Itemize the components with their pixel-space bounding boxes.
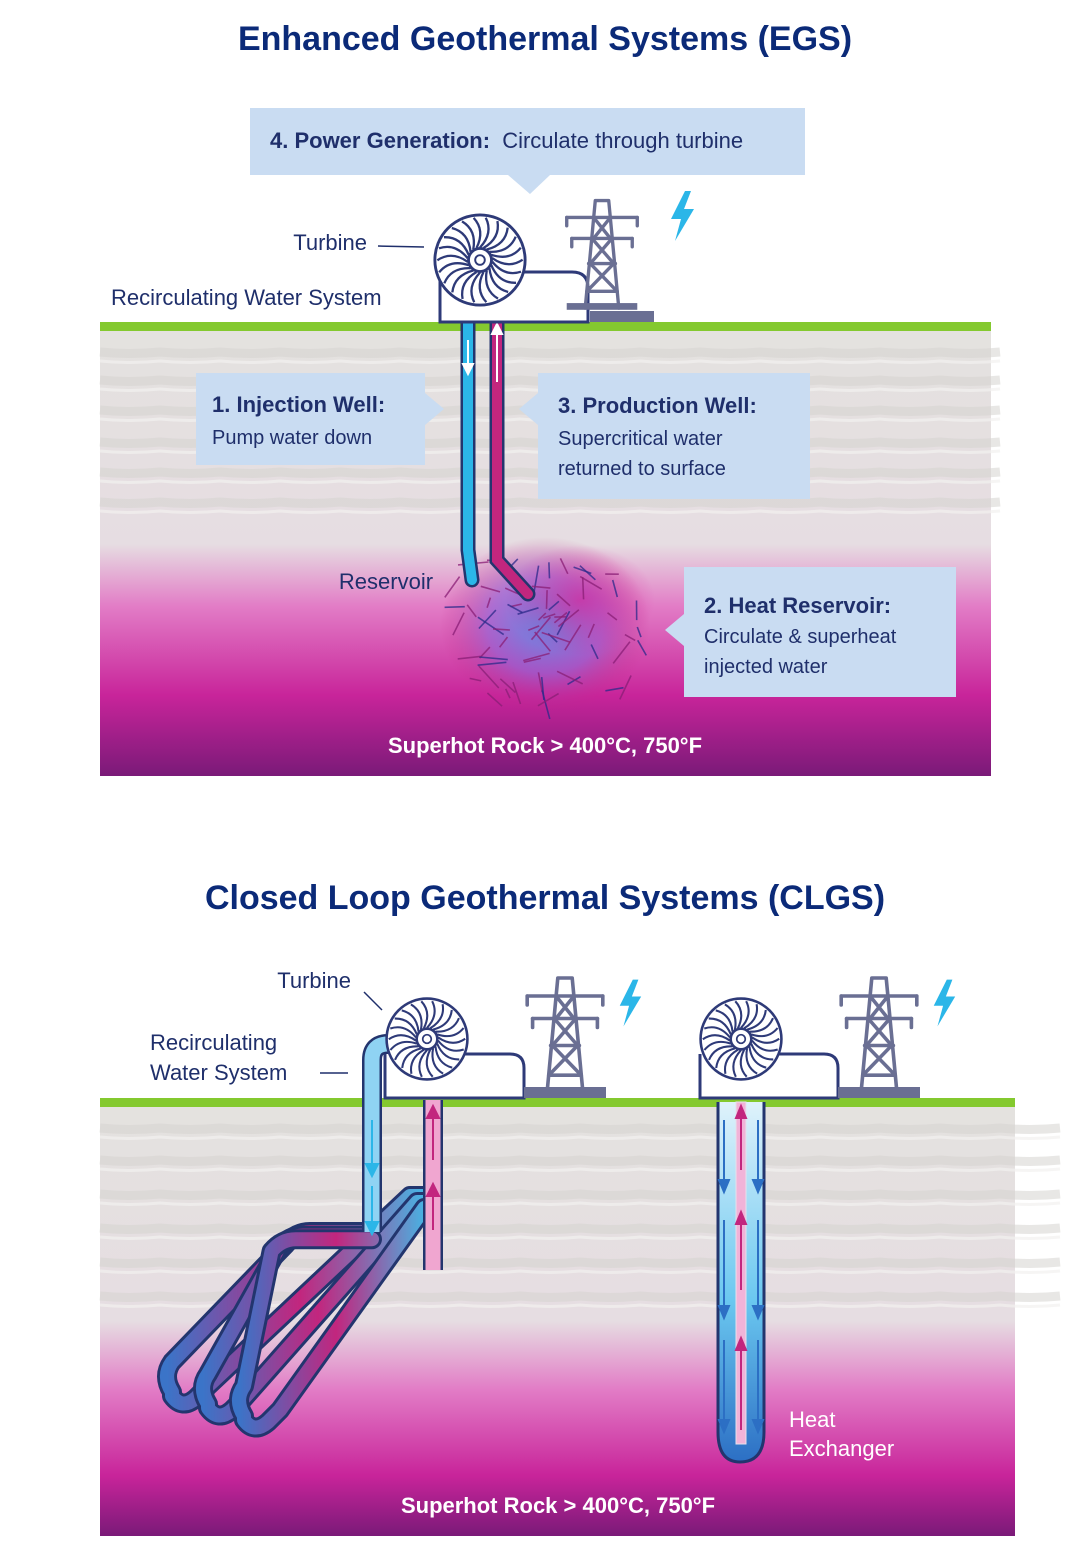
power-tower-icon <box>841 978 917 1095</box>
turbine-icon <box>435 215 525 305</box>
fracture-line <box>583 577 584 599</box>
turbine-icon <box>387 999 468 1080</box>
clgs-recirc-line1: Recirculating <box>150 1030 277 1055</box>
injection-well-title: 1. Injection Well: <box>212 392 385 417</box>
rock-stratum <box>100 1262 1060 1264</box>
fracture-line <box>547 590 548 609</box>
svg-text:4. Power Generation: Cir: 4. Power Generation: Circulate through t… <box>270 128 743 153</box>
heat-exchanger-line1: Heat <box>789 1407 835 1432</box>
turbine-icon <box>701 999 782 1080</box>
rock-stratum-highlight <box>100 511 1000 513</box>
production-well-line2: returned to surface <box>558 458 726 480</box>
heat-reservoir-title: 2. Heat Reservoir: <box>704 593 891 618</box>
clgs-rock-temperature-label: Superhot Rock > 400°C, 750°F <box>401 1493 715 1518</box>
rock-stratum-highlight <box>100 1203 1060 1205</box>
power-generation-title: 4. Power Generation: <box>270 128 490 153</box>
heat-reservoir-line1: Circulate & superheat <box>704 626 897 648</box>
fracture-line <box>445 607 465 608</box>
rock-stratum <box>100 1194 1060 1196</box>
power-generation-text: Circulate through turbine <box>502 128 743 153</box>
production-well-line1: Supercritical water <box>558 428 723 450</box>
clgs-title: Closed Loop Geothermal Systems (CLGS) <box>205 879 885 917</box>
heat-reservoir-line2: injected water <box>704 656 828 678</box>
clgs-recirc-line2: Water System <box>150 1060 287 1085</box>
lightning-icon <box>620 980 641 1027</box>
rock-stratum <box>100 352 1000 354</box>
egs-title: Enhanced Geothermal Systems (EGS) <box>238 20 852 58</box>
injection-well-callout: 1. Injection Well: Pump water down <box>196 373 444 465</box>
egs-tower-base <box>590 311 654 322</box>
rock-stratum <box>100 1160 1060 1162</box>
injection-well-text: Pump water down <box>212 427 372 449</box>
egs-recirc-label: Recirculating Water System <box>111 285 382 310</box>
rock-stratum <box>100 1228 1060 1230</box>
egs-rock-temperature-label: Superhot Rock > 400°C, 750°F <box>388 733 702 758</box>
lightning-icon <box>934 980 955 1027</box>
heat-reservoir-callout: 2. Heat Reservoir: Circulate & superheat… <box>665 567 956 697</box>
rock-stratum-highlight <box>100 361 1000 363</box>
rock-stratum-highlight <box>100 1169 1060 1171</box>
production-well-title: 3. Production Well: <box>558 393 757 418</box>
rock-stratum-highlight <box>100 1271 1060 1273</box>
production-well-callout: 3. Production Well: Supercritical water … <box>519 373 810 499</box>
power-tower-icon <box>527 978 603 1095</box>
rock-stratum-highlight <box>100 1137 1060 1139</box>
egs-turbine-leader <box>378 246 424 247</box>
fracture-line <box>493 629 510 630</box>
clgs-turbine-leader <box>364 992 382 1010</box>
rock-stratum <box>100 1128 1060 1130</box>
injection-well <box>468 296 472 580</box>
clgs-turbine-label: Turbine <box>277 968 351 993</box>
egs-turbine-label: Turbine <box>293 230 367 255</box>
lightning-icon <box>671 191 694 241</box>
clgs-ground-surface <box>100 1098 1015 1107</box>
reservoir-label: Reservoir <box>339 569 433 594</box>
rock-stratum <box>100 502 1000 504</box>
fracture-line <box>549 562 550 578</box>
power-generation-callout: 4. Power Generation: Circulate through t… <box>250 108 805 194</box>
rock-stratum-highlight <box>100 1237 1060 1239</box>
heat-exchanger-well <box>718 1102 764 1462</box>
heat-exchanger-line2: Exchanger <box>789 1436 894 1461</box>
